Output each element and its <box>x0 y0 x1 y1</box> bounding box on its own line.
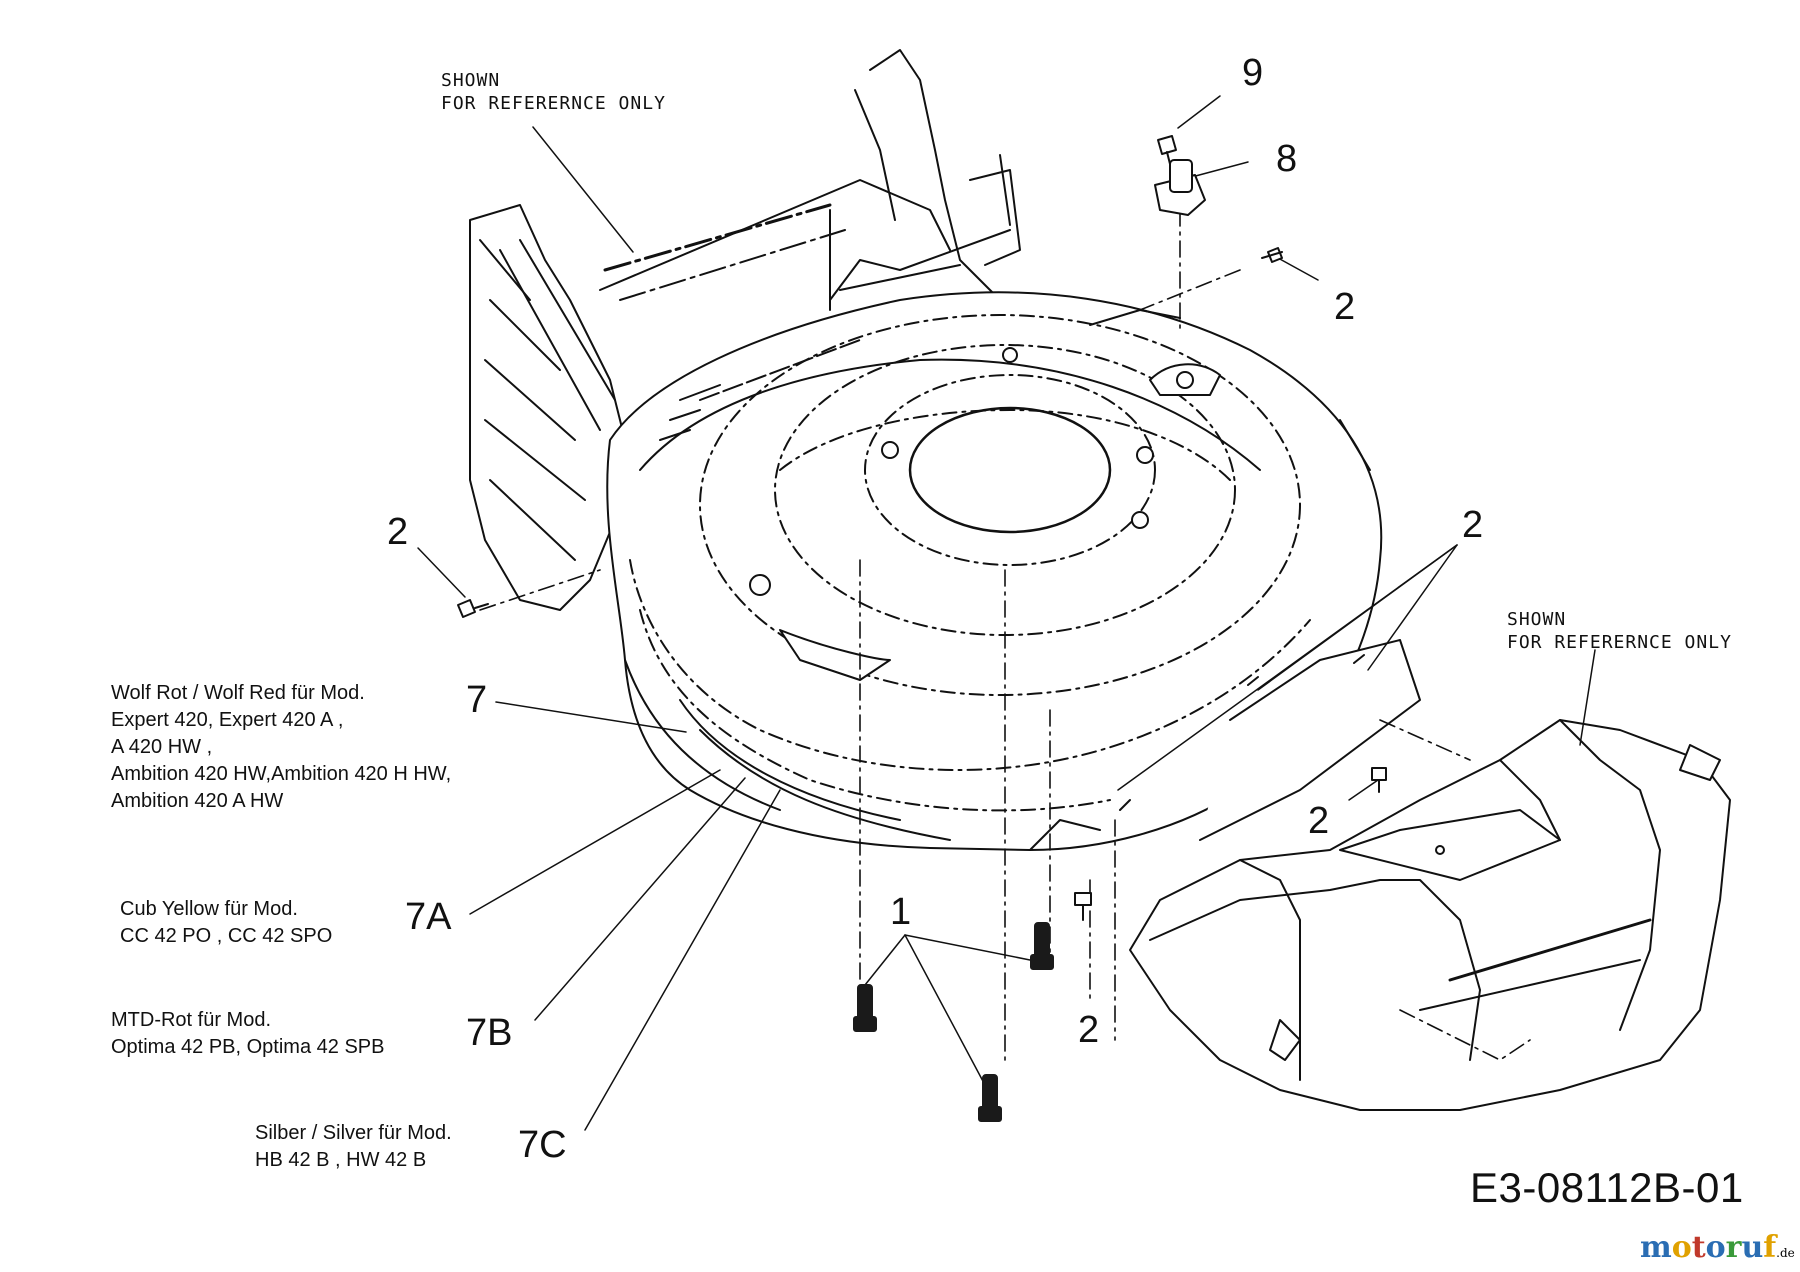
variant-line: Optima 42 PB, Optima 42 SPB <box>111 1036 385 1058</box>
variant-7c-description: Silber / Silver für Mod. HB 42 B , HW 42… <box>255 1120 452 1174</box>
reference-note-line: SHOWN <box>441 70 501 91</box>
reference-note-line: SHOWN <box>1507 609 1567 630</box>
callout-9: 9 <box>1242 52 1264 94</box>
reference-note-right: SHOWN FOR REFERERNCE ONLY <box>1507 608 1732 654</box>
watermark-letter: u <box>1741 1230 1764 1265</box>
variant-line: CC 42 PO , CC 42 SPO <box>120 925 333 947</box>
rear-frame <box>469 49 1021 611</box>
callout-2-left: 2 <box>387 511 409 553</box>
leader-lines <box>417 95 1596 1131</box>
variant-7a-description: Cub Yellow für Mod. CC 42 PO , CC 42 SPO <box>120 896 332 950</box>
callout-1: 1 <box>890 891 912 933</box>
discharge-chute <box>1129 719 1731 1111</box>
watermark-letter: f <box>1763 1230 1777 1265</box>
variant-line: A 420 HW , <box>111 736 213 758</box>
variant-7b-description: MTD-Rot für Mod. Optima 42 PB, Optima 42… <box>111 1007 384 1061</box>
reference-note-top: SHOWN FOR REFERERNCE ONLY <box>441 69 666 115</box>
variant-line: Ambition 420 HW,Ambition 420 H HW, <box>111 763 452 785</box>
deck-housing <box>606 291 1421 851</box>
watermark-suffix: .de <box>1776 1246 1795 1260</box>
reference-note-line: FOR REFERERNCE ONLY <box>1507 632 1732 653</box>
watermark-letter: o <box>1671 1230 1692 1265</box>
callout-7c: 7C <box>518 1124 567 1166</box>
callout-2-bottom: 2 <box>1078 1009 1100 1051</box>
watermark-letter: o <box>1705 1230 1726 1265</box>
assembly-lines <box>479 209 1531 1061</box>
callout-2-right-group: 2 <box>1462 504 1484 546</box>
hex-bolts <box>853 922 1054 1122</box>
watermark-letter: r <box>1725 1230 1742 1265</box>
callout-7: 7 <box>466 679 488 721</box>
variant-line: Cub Yellow für Mod. <box>120 898 298 920</box>
drawing-number: E3-08112B-01 <box>1470 1164 1744 1211</box>
watermark-letter: t <box>1691 1230 1706 1265</box>
variant-line: HB 42 B , HW 42 B <box>255 1149 427 1171</box>
fasteners <box>457 135 1387 921</box>
variant-line: Silber / Silver für Mod. <box>255 1122 452 1144</box>
callout-2-top-right: 2 <box>1334 286 1356 328</box>
callout-2-right-lower: 2 <box>1308 800 1330 842</box>
variant-line: Expert 420, Expert 420 A , <box>111 709 344 731</box>
watermark-letter: m <box>1640 1230 1672 1265</box>
variant-line: MTD-Rot für Mod. <box>111 1009 272 1031</box>
callout-8: 8 <box>1276 138 1298 180</box>
watermark-letters: motoruf <box>1640 1230 1776 1265</box>
reference-note-line: FOR REFERERNCE ONLY <box>441 93 666 114</box>
callout-7b: 7B <box>466 1012 513 1054</box>
variant-line: Ambition 420 A HW <box>111 790 284 812</box>
motoruf-watermark-logo: motoruf.de <box>1640 1230 1795 1265</box>
variant-line: Wolf Rot / Wolf Red für Mod. <box>111 682 365 704</box>
callout-7a: 7A <box>405 896 452 938</box>
variant-7-description: Wolf Rot / Wolf Red für Mod. Expert 420,… <box>111 680 451 815</box>
